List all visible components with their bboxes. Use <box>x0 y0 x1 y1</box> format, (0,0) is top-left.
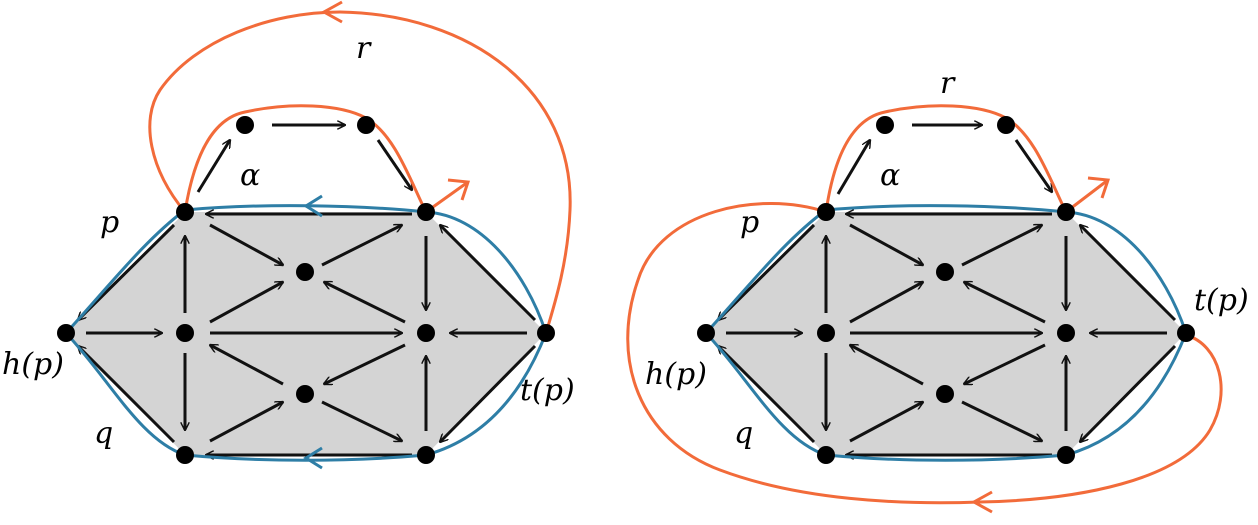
right-orange-arrow-bottom <box>970 490 993 514</box>
label-tail: t(p) <box>520 373 575 408</box>
vertex-p <box>817 203 835 221</box>
arrow-u-tr-right <box>961 223 1042 267</box>
label-head: h(p) <box>2 347 64 382</box>
vertex-br <box>417 446 435 464</box>
vertex-l <box>936 385 954 403</box>
vertex-tr <box>1057 203 1075 221</box>
left-blue-arrow-top <box>303 194 323 218</box>
right-arrows <box>718 125 1177 455</box>
right-orange-path <box>626 104 1223 505</box>
left-vertices <box>57 116 555 464</box>
arrow-e-l-left <box>324 343 406 386</box>
arrow-t-top-right <box>1080 225 1177 322</box>
label-p: p <box>100 205 119 240</box>
arrow-right-dash-right <box>1014 139 1052 192</box>
arrow-p-u-left <box>209 223 283 267</box>
vertex-h <box>57 324 75 342</box>
arrow-p-h-right <box>718 223 816 320</box>
arrow-l-br-left <box>321 400 402 443</box>
left-orange-arrow-top <box>320 0 343 24</box>
arrow-e-u-left <box>324 280 406 324</box>
label-alpha: α <box>240 158 260 193</box>
left-blue-arrow-bottom <box>303 446 323 470</box>
label-p: p <box>740 205 759 240</box>
vertex-q <box>817 446 835 464</box>
vertex-l <box>296 385 314 403</box>
left-orange-path <box>148 10 572 334</box>
left-diagram: p q r α h(p) t(p) <box>2 0 575 470</box>
arrow-t-bottom-left <box>440 344 537 442</box>
vertex-q <box>176 446 194 464</box>
arrow-e-l-right <box>964 343 1046 386</box>
label-head: h(p) <box>645 357 707 392</box>
arrow-t-bottom-right <box>1080 344 1177 442</box>
arrow-c-u-left <box>209 280 283 324</box>
vertex-t <box>537 324 555 342</box>
vertex-h <box>697 324 715 342</box>
arrow-q-l-right <box>849 400 923 443</box>
arrow-alpha-right <box>836 140 872 195</box>
vertex-c <box>176 324 194 342</box>
vertex-a1 <box>236 116 254 134</box>
vertex-p <box>176 203 194 221</box>
arrow-e-u-right <box>964 280 1046 324</box>
label-q: q <box>734 416 753 451</box>
arrow-right-dash-left <box>376 139 412 190</box>
label-r: r <box>940 66 956 101</box>
vertex-e <box>417 324 435 342</box>
arrow-q-h-left <box>78 346 176 444</box>
vertex-e <box>1057 324 1075 342</box>
label-q: q <box>94 416 113 451</box>
arrow-c-u-right <box>849 280 923 324</box>
vertex-br <box>1057 446 1075 464</box>
arrow-alpha-left <box>196 140 230 193</box>
vertex-a2 <box>357 116 375 134</box>
arrow-t-top-left <box>440 225 537 322</box>
arrow-u-tr-left <box>321 223 402 267</box>
arrow-p-u-right <box>849 223 923 267</box>
label-r: r <box>356 31 372 66</box>
vertex-tr <box>417 203 435 221</box>
arrow-l-c-left <box>210 343 284 386</box>
right-vertices <box>697 116 1195 464</box>
vertex-c <box>817 324 835 342</box>
label-tail: t(p) <box>1194 283 1249 318</box>
arrow-l-c-right <box>850 343 924 386</box>
arrow-l-br-right <box>961 400 1042 443</box>
vertex-u <box>936 263 954 281</box>
vertex-a2 <box>997 116 1015 134</box>
vertex-t <box>1177 324 1195 342</box>
left-arrows <box>78 125 537 455</box>
label-alpha: α <box>880 158 900 193</box>
vertex-a1 <box>876 116 894 134</box>
vertex-u <box>296 263 314 281</box>
arrow-q-l-left <box>209 400 283 443</box>
right-diagram: p q r α h(p) t(p) <box>626 66 1249 514</box>
arrow-p-h-left <box>78 223 176 320</box>
arrow-q-h-right <box>718 346 816 444</box>
